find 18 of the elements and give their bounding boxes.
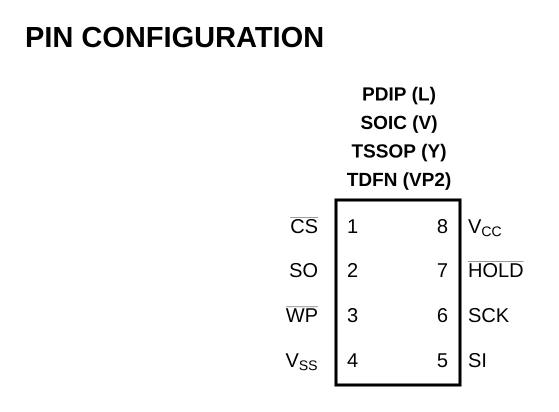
pin-name: V$_{SS}$	[286, 353, 317, 370]
pin-number: 8	[438, 219, 448, 234]
pin-number: 1	[348, 219, 358, 233]
pin-number: 7	[438, 263, 447, 277]
pin-number: 6	[438, 308, 448, 322]
package-label: TDFN (VP2)	[346, 172, 450, 190]
pin-number: 4	[347, 353, 358, 367]
pin-name: HOLD	[468, 261, 524, 278]
pin-name: CS	[290, 217, 318, 234]
title: PIN CONFIGURATION	[26, 26, 322, 48]
package-label: PDIP (L)	[363, 86, 435, 104]
pin-number: 3	[348, 308, 358, 322]
package-label: SOIC (V)	[361, 115, 437, 133]
pin-name: SO	[290, 263, 318, 278]
package-label: TSSOP (Y)	[352, 144, 446, 162]
pin-number: 5	[438, 353, 448, 368]
pin-number: 2	[348, 263, 358, 277]
pin-name: WP	[286, 306, 318, 322]
